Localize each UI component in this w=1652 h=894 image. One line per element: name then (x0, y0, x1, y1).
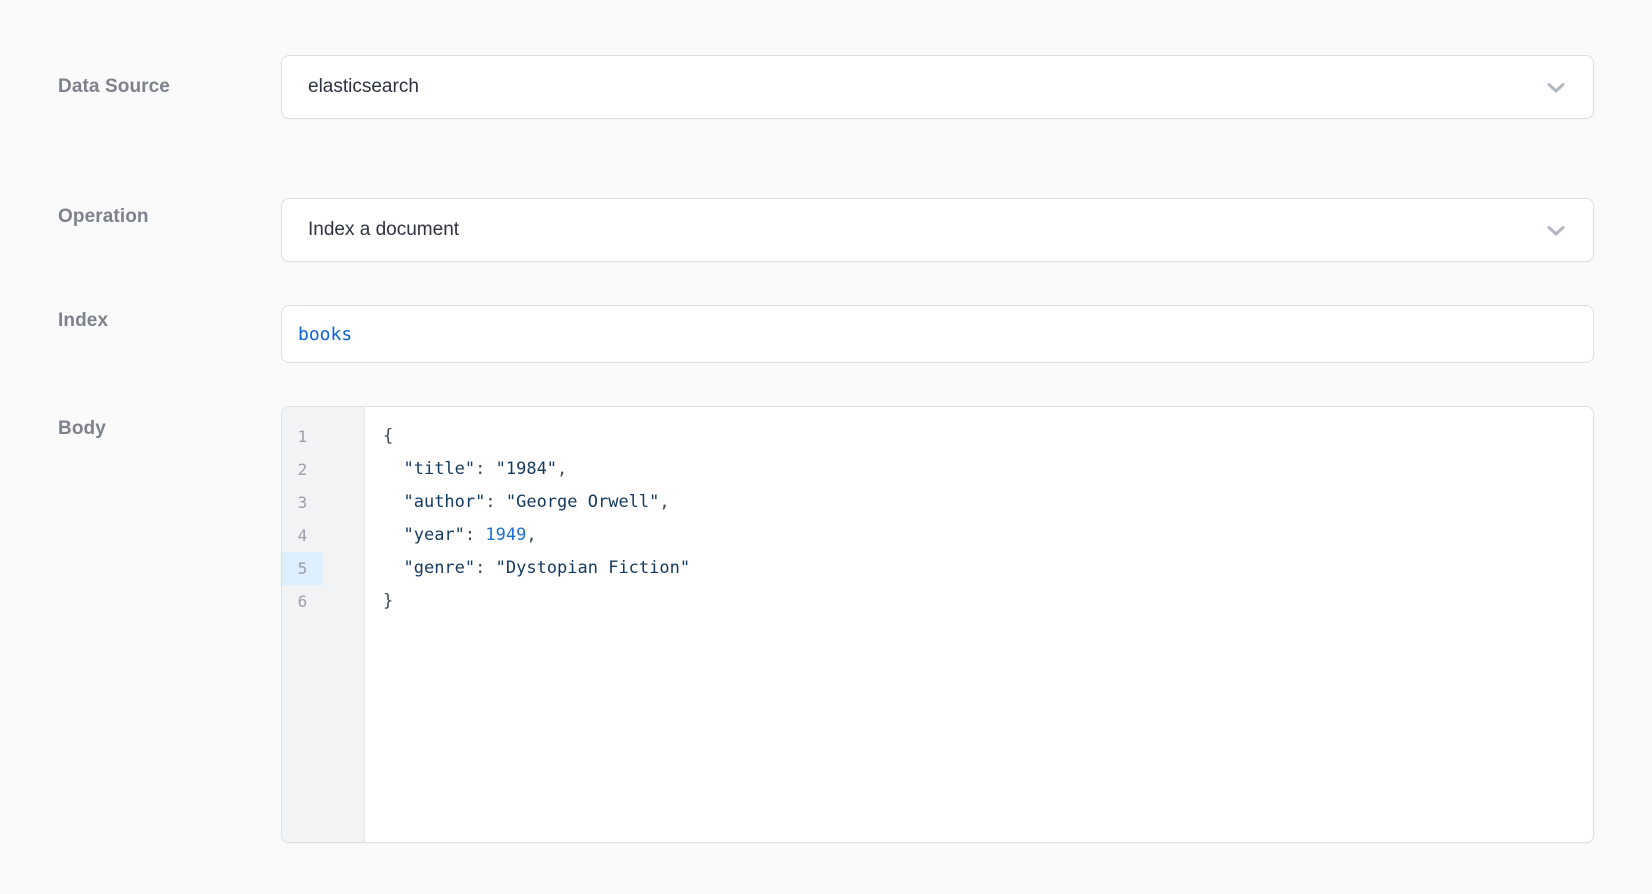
data-source-value: elasticsearch (308, 76, 419, 97)
code-token-punct: , (659, 492, 670, 512)
code-line: "author": "George Orwell", (383, 486, 1587, 519)
code-token-plain (383, 525, 403, 545)
code-token-string: "title" (403, 459, 476, 479)
code-token-string: "author" (403, 492, 486, 512)
chevron-down-icon (1543, 217, 1569, 243)
code-token-punct: , (557, 459, 568, 479)
code-token-string: "1984" (495, 459, 558, 479)
code-token-string: "George Orwell" (505, 492, 660, 512)
code-line: { (383, 420, 1587, 453)
operation-select[interactable]: Index a document (281, 198, 1594, 262)
index-input-value: books (298, 323, 353, 345)
line-number: 6 (297, 592, 308, 611)
line-number: 5 (282, 552, 323, 585)
line-number: 3 (297, 493, 308, 512)
operation-value: Index a document (308, 219, 460, 240)
code-token-punct: : (475, 459, 496, 479)
code-token-punct: { (383, 426, 394, 446)
code-line: "title": "1984", (383, 453, 1587, 486)
line-number: 4 (297, 526, 308, 545)
operation-label: Operation (58, 206, 149, 227)
index-label: Index (58, 310, 109, 331)
code-token-plain (383, 558, 403, 578)
data-source-label: Data Source (58, 76, 170, 97)
chevron-down-icon (1543, 74, 1569, 100)
code-token-number: 1949 (485, 525, 527, 545)
code-line: "year": 1949, (383, 519, 1587, 552)
data-source-select[interactable]: elasticsearch (281, 55, 1594, 119)
code-token-punct: : (475, 558, 496, 578)
line-number: 2 (297, 460, 308, 479)
body-code-editor[interactable]: 1 2 3 4 5 6 { "title": "1984", "author": "Geo… (281, 406, 1594, 843)
code-token-punct: } (383, 591, 394, 611)
code-line: } (383, 585, 1587, 618)
body-label: Body (58, 418, 106, 439)
code-token-string: "genre" (403, 558, 476, 578)
code-token-string: "year" (403, 525, 465, 545)
code-token-punct: , (526, 525, 537, 545)
editor-gutter: 1 2 3 4 5 6 (282, 407, 365, 842)
code-line: "genre": "Dystopian Fiction" (383, 552, 1587, 585)
code-token-punct: : (485, 492, 506, 512)
editor-code[interactable]: { "title": "1984", "author": "George Orw… (383, 420, 1587, 618)
index-input[interactable]: books (281, 305, 1594, 363)
code-token-string: "Dystopian Fiction" (495, 558, 691, 578)
line-number: 1 (297, 427, 308, 446)
code-token-plain (383, 492, 403, 512)
code-token-punct: : (464, 525, 486, 545)
code-token-plain (383, 459, 403, 479)
